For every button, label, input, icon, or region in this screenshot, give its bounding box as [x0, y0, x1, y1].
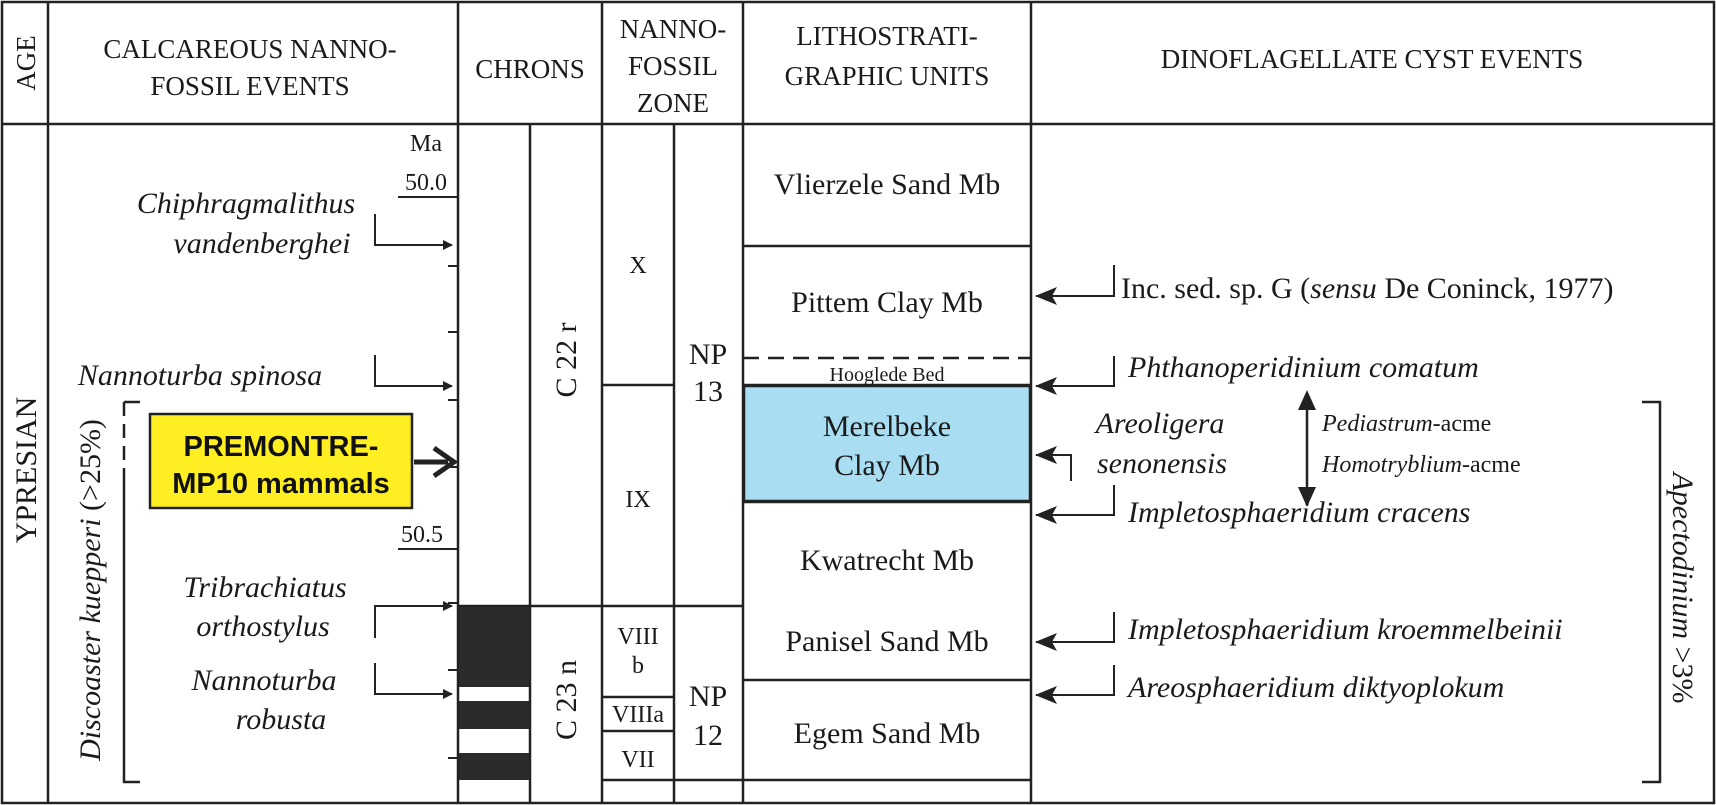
dino-phthano-arrow	[1035, 356, 1115, 395]
dino-areoligera-line2: senonensis	[1097, 447, 1227, 480]
discoaster-bracket-solid	[122, 478, 140, 784]
time-unit-label: Ma	[410, 131, 442, 157]
zone-ix: IX	[625, 487, 650, 513]
time-label-bottom: 50.5	[401, 522, 443, 548]
premontre-line2: MP10 mammals	[172, 468, 390, 500]
nanno-event-3-arrow	[374, 601, 453, 638]
zone-viiia: VIIIa	[612, 702, 664, 728]
nanno-event-4-line1: Nannoturba	[190, 664, 336, 697]
header-nanno-line3: ZONE	[637, 88, 709, 118]
zone-x: X	[629, 253, 646, 279]
chron-c23n: C 23 n	[550, 660, 583, 740]
header-age: AGE	[11, 35, 41, 91]
zone-viii-b: b	[632, 653, 644, 679]
np13-line1: NP	[689, 338, 727, 371]
litho-merelbeke-line2: Clay Mb	[834, 449, 940, 482]
apectodinium-label: Apectodinium >3%	[1666, 470, 1699, 703]
zone-viii: VIII	[617, 624, 658, 650]
dino-kroemmel-arrow	[1035, 612, 1115, 651]
header-calc-line2: FOSSIL EVENTS	[150, 71, 349, 101]
litho-hooglede: Hooglede Bed	[830, 364, 945, 386]
litho-panisel: Panisel Sand Mb	[785, 625, 988, 658]
discoaster-label: Discoaster kuepperi (>25%)	[74, 419, 107, 762]
np12-line2: 12	[693, 719, 723, 752]
dino-kroemmel: Impletosphaeridium kroemmelbeinii	[1127, 613, 1563, 646]
dino-cracens: Impletosphaeridium cracens	[1127, 496, 1470, 529]
dino-cracens-arrow	[1035, 485, 1115, 524]
litho-merelbeke-line1: Merelbeke	[823, 410, 951, 443]
nanno-event-1-arrow	[374, 214, 453, 250]
dino-diktyo-arrow	[1035, 665, 1115, 704]
header-litho-line1: LITHOSTRATI-	[796, 21, 977, 51]
apectodinium-bracket	[1642, 400, 1662, 784]
age-label: YPRESIAN	[10, 397, 43, 544]
zone-vii: VII	[621, 747, 654, 773]
dino-homotryblium: Homotryblium-acme	[1321, 452, 1521, 478]
litho-pittem: Pittem Clay Mb	[791, 286, 983, 319]
header-calc-line1: CALCAREOUS NANNO-	[103, 34, 396, 64]
nanno-event-3-line2: orthostylus	[196, 610, 329, 643]
polarity-bands	[459, 607, 529, 780]
header-chrons: CHRONS	[475, 54, 585, 84]
dino-diktyo: Areosphaeridium diktyoplokum	[1126, 671, 1504, 704]
merelbeke-clay-block	[742, 384, 1032, 503]
time-label-top: 50.0	[405, 170, 447, 196]
np13-line2: 13	[693, 375, 723, 408]
dino-inc-arrow	[1035, 265, 1115, 305]
nanno-event-4-arrow	[374, 663, 453, 699]
dino-inc-sed: Inc. sed. sp. G (sensu De Coninck, 1977)	[1121, 272, 1613, 305]
premontre-box	[148, 412, 414, 510]
dino-phthano: Phthanoperidinium comatum	[1127, 351, 1479, 384]
nanno-event-1-line2: vandenberghei	[173, 227, 350, 260]
litho-kwatrecht: Kwatrecht Mb	[800, 544, 974, 577]
nanno-event-2-line1: Nannoturba spinosa	[77, 359, 322, 392]
dino-areoligera-arrow	[1035, 446, 1072, 481]
nanno-event-4-line2: robusta	[236, 703, 327, 736]
nanno-event-1-line1: Chiphragmalithus	[137, 187, 355, 220]
acme-double-arrow	[1298, 390, 1316, 507]
nanno-event-2-arrow	[374, 355, 453, 391]
time-scale-ticks	[398, 196, 458, 759]
premontre-arrow	[414, 445, 459, 479]
premontre-line1: PREMONTRE-	[184, 431, 379, 463]
header-dino: DINOFLAGELLATE CYST EVENTS	[1161, 44, 1583, 74]
litho-egem: Egem Sand Mb	[794, 717, 981, 750]
litho-vlierzele: Vlierzele Sand Mb	[774, 168, 1001, 201]
nanno-event-3-line1: Tribrachiatus	[183, 571, 346, 604]
header-litho-line2: GRAPHIC UNITS	[785, 61, 990, 91]
dino-areoligera-line1: Areoligera	[1094, 407, 1225, 440]
header-nanno-line2: FOSSIL	[628, 51, 718, 81]
dino-pediastrum: Pediastrum-acme	[1321, 411, 1491, 437]
chron-c22r: C 22 r	[550, 322, 583, 397]
header-nanno-line1: NANNO-	[620, 14, 726, 44]
np12-line1: NP	[689, 680, 727, 713]
